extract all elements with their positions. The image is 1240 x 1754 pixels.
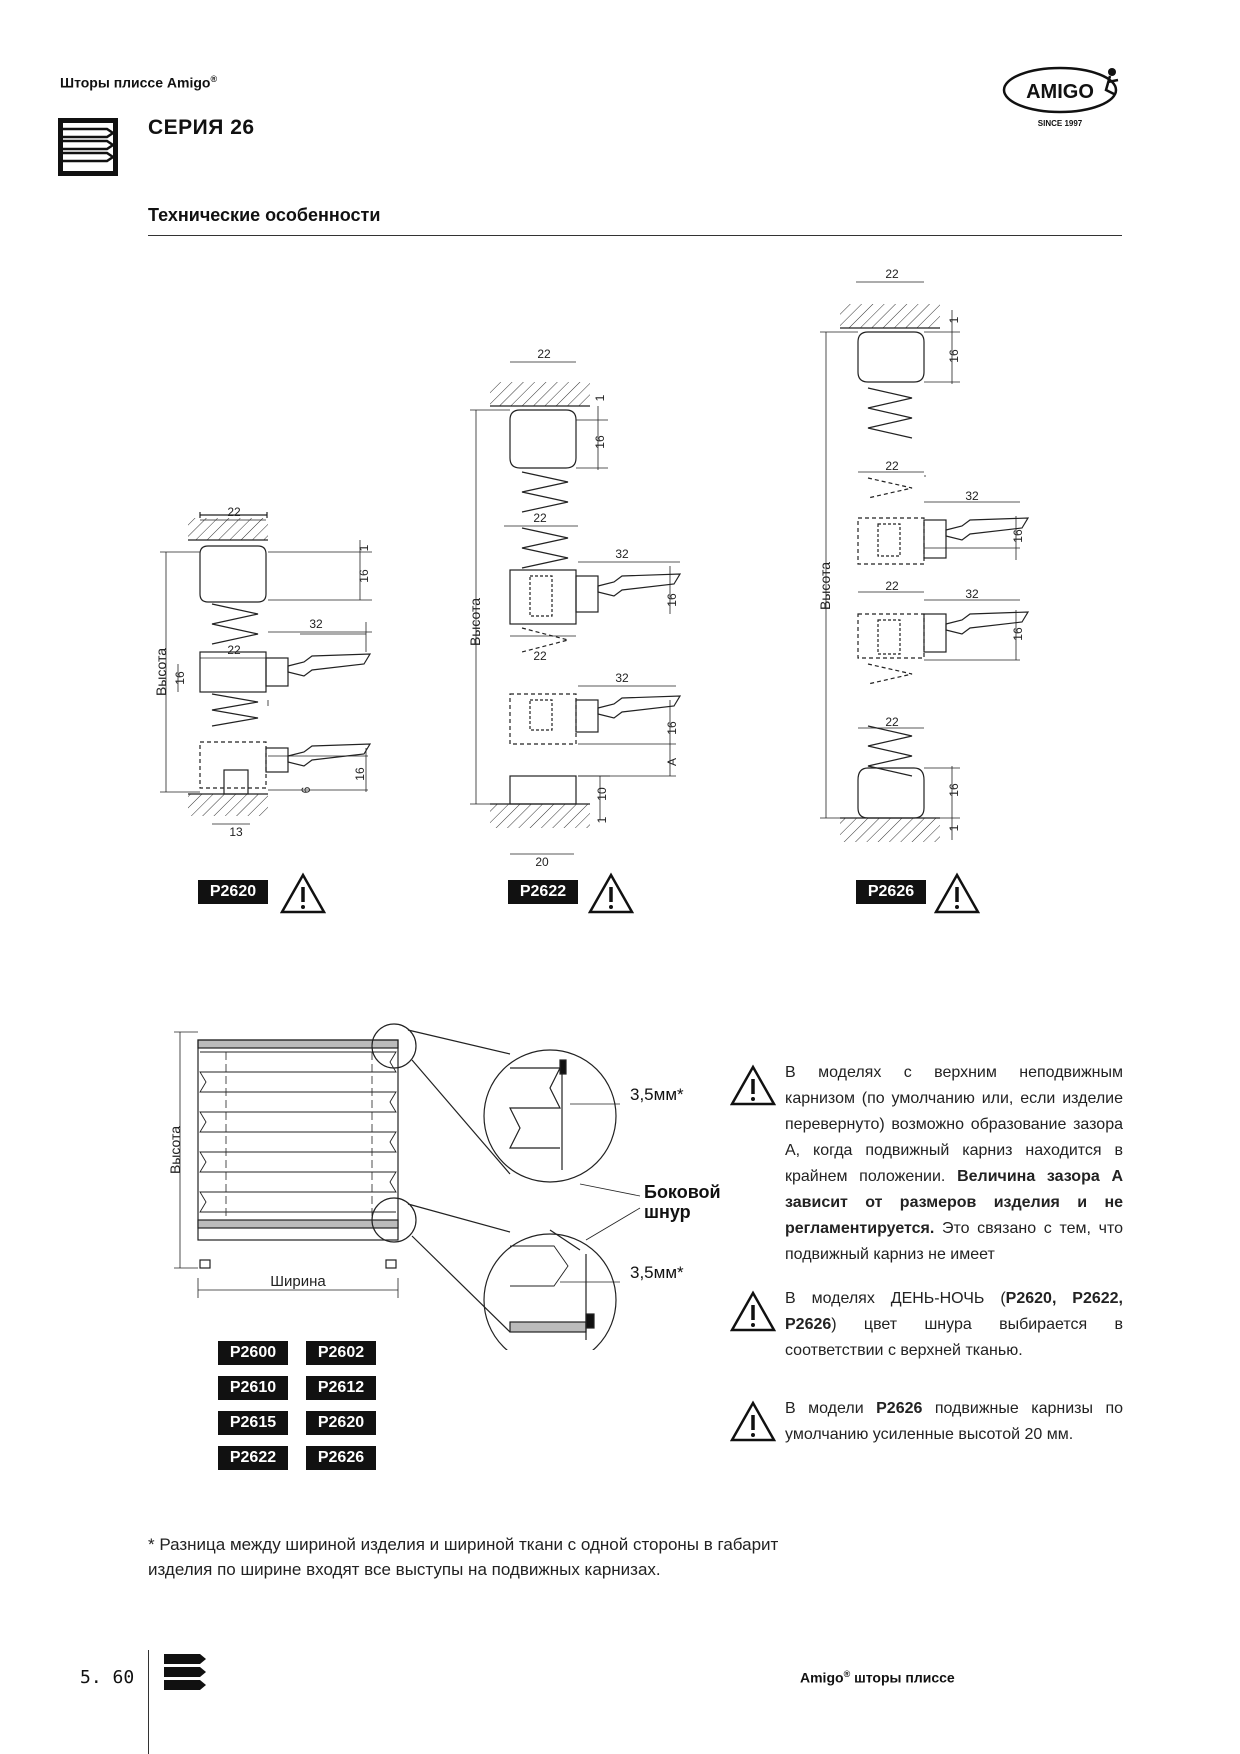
note-p2626-text-end: подвижные карнизы по умолчанию усиленные…: [785, 1400, 1124, 1443]
section-title: Технические особенности: [148, 205, 381, 225]
footer-brand-reg: ®: [843, 1669, 851, 1679]
dim-label: 1: [593, 394, 607, 401]
model-tag: P2602: [306, 1341, 376, 1365]
dim-label: 1: [357, 544, 371, 551]
note-gap-bold: Величина зазора А зависит от размеров из…: [785, 1168, 1124, 1237]
dim-label: 22: [885, 267, 899, 281]
dim-label: 6: [299, 786, 313, 793]
dim-label: 16: [1011, 529, 1025, 543]
note-day-night: В моделях ДЕНЬ-НОЧЬ (P2620, P2622, P2626…: [785, 1286, 1123, 1364]
model-tag: P2626: [306, 1446, 376, 1470]
side-cord-label-line2: шнур: [644, 1202, 691, 1222]
note-p2626: В модели P2626 подвижные карнизы по умол…: [785, 1396, 1123, 1448]
dim-label: 16: [353, 767, 367, 781]
gap-bottom-label: 3,5мм*: [630, 1263, 684, 1282]
footnote: * Разница между шириной изделия и ширино…: [148, 1535, 779, 1579]
model-tag: P2612: [306, 1376, 376, 1400]
note-day-night-bold: P2620, P2622, P2626: [785, 1290, 1123, 1333]
dim-label: 16: [947, 783, 961, 797]
height-label: Высота: [153, 648, 169, 696]
gap-top-label: 3,5мм*: [630, 1085, 684, 1104]
model-tag: P2600: [218, 1341, 288, 1365]
diagram-p2626: [820, 281, 1030, 842]
technical-diagrams: 22 22 32 13 16 1 16 16 6 Высота 22 22 22…: [153, 267, 1030, 869]
dim-label: 22: [885, 459, 899, 473]
brand-reg-mark: ®: [210, 74, 218, 84]
dim-label: 16: [593, 435, 607, 449]
dim-label: 13: [229, 825, 243, 839]
warning-icon: [730, 1064, 776, 1106]
dim-label: 1: [595, 816, 609, 823]
note-p2626-text: В модели: [785, 1400, 877, 1417]
diagram-p2620: [160, 512, 372, 825]
diagram-p2622: [470, 361, 682, 855]
dim-label: 22: [885, 715, 899, 729]
model-tag-p2626: P2626: [856, 880, 926, 904]
dim-label: 16: [357, 569, 371, 583]
dim-label: 22: [533, 649, 547, 663]
dim-label: 20: [535, 855, 549, 869]
series-title: СЕРИЯ 26: [148, 116, 255, 139]
model-tag-p2620: P2620: [198, 880, 268, 904]
model-tag-p2622: P2622: [508, 880, 578, 904]
model-tag: P2610: [218, 1376, 288, 1400]
note-gap: В моделях с верхним неподвижным карнизом…: [785, 1060, 1123, 1268]
dim-label: 32: [615, 671, 629, 685]
dim-label: 22: [533, 511, 547, 525]
dim-label: 16: [173, 671, 187, 685]
brand-line: Шторы плиссе Amigo®: [60, 74, 217, 91]
page-number: 5. 60: [80, 1667, 135, 1688]
note-p2626-bold: P2626: [876, 1400, 923, 1417]
dim-label: 32: [965, 587, 979, 601]
brand-line-text: Шторы плиссе Amigo: [60, 74, 211, 91]
dim-label: 22: [885, 579, 899, 593]
footer-brand-rest: шторы плиссе: [850, 1669, 955, 1686]
dim-label: 32: [309, 617, 323, 631]
blind-front-diagram: Высота Ширина 3,5мм* 3,5мм* Боковой шнур: [167, 1023, 720, 1350]
amigo-logo: AMIGO SINCE 1997: [1000, 60, 1130, 130]
model-tag: P2620: [306, 1411, 376, 1435]
footer-brand: Amigo® шторы плиссе: [800, 1669, 955, 1686]
note-gap-text: В моделях с верхним неподвижным карнизом…: [785, 1064, 1123, 1185]
note-day-night-text-end: ) цвет шнура выбирается в соответствии с…: [785, 1316, 1123, 1359]
dim-label: 32: [965, 489, 979, 503]
note-gap-text-end: Это связано с тем, что подвижный карниз …: [785, 1220, 1123, 1263]
logo-text: AMIGO: [1026, 81, 1094, 103]
dim-label: 22: [537, 347, 551, 361]
note-day-night-text: В моделях ДЕНЬ-НОЧЬ (: [785, 1290, 1006, 1307]
height-label: Высота: [467, 598, 483, 646]
dim-label-a: A: [665, 758, 679, 766]
blind-width-label: Ширина: [270, 1273, 326, 1290]
dim-label: 1: [947, 316, 961, 323]
footer-divider: [148, 1650, 149, 1754]
warning-icon: [934, 872, 980, 914]
dim-label: 22: [227, 643, 241, 657]
side-cord-label-line1: Боковой: [644, 1182, 720, 1202]
dim-label: 32: [615, 547, 629, 561]
series-icon: [58, 118, 118, 176]
dim-label: 16: [665, 721, 679, 735]
dim-label: 22: [227, 505, 241, 519]
dim-label: 16: [947, 349, 961, 363]
blind-height-label: Высота: [167, 1126, 183, 1174]
warning-icon: [588, 872, 634, 914]
dim-label: 10: [595, 787, 609, 801]
model-tag: P2622: [218, 1446, 288, 1470]
logo-since: SINCE 1997: [1038, 119, 1083, 128]
warning-icon: [730, 1290, 776, 1332]
dim-label: 1: [947, 824, 961, 831]
warning-icon: [730, 1400, 776, 1442]
dim-label: 16: [1011, 627, 1025, 641]
height-label: Высота: [817, 562, 833, 610]
dim-label: 16: [665, 593, 679, 607]
pleat-icon: [164, 1654, 206, 1690]
warning-icon: [280, 872, 326, 914]
footer-brand-name: Amigo: [800, 1669, 844, 1686]
model-tag: P2615: [218, 1411, 288, 1435]
section-divider: [148, 235, 1122, 236]
